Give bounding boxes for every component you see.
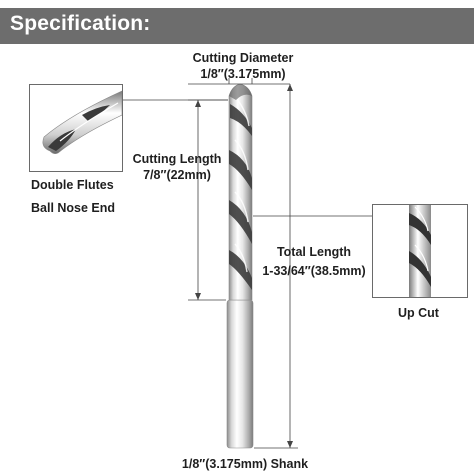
flute-highlights xyxy=(234,97,250,273)
total-length-label: Total Length xyxy=(276,245,352,259)
spec-header-bar: Specification: xyxy=(0,8,474,44)
ball-nose-tip xyxy=(229,84,252,100)
dimension-arrows xyxy=(195,84,293,448)
ball-nose-end-label: Ball Nose End xyxy=(31,201,116,215)
up-cut-label: Up Cut xyxy=(398,306,439,320)
cutting-length-value: 7/8″(22mm) xyxy=(143,168,211,182)
shank-label: 1/8″(3.175mm) Shank xyxy=(181,457,309,471)
cutting-diameter-value: 1/8″(3.175mm) xyxy=(200,67,286,81)
total-length-value: 1-33/64″(38.5mm) xyxy=(262,264,366,278)
ball-nose-closeup xyxy=(42,90,123,154)
cutting-length-label: Cutting Length xyxy=(132,152,222,166)
shank xyxy=(226,299,254,449)
up-cut-closeup xyxy=(409,205,431,297)
flute-grooves xyxy=(229,104,252,290)
double-flutes-label: Double Flutes xyxy=(31,178,114,192)
dimension-lines xyxy=(122,78,372,449)
cutting-diameter-label: Cutting Diameter xyxy=(192,51,294,65)
ball-nose-inset xyxy=(29,84,123,172)
up-cut-inset xyxy=(372,204,468,298)
spec-title: Specification: xyxy=(10,12,151,35)
